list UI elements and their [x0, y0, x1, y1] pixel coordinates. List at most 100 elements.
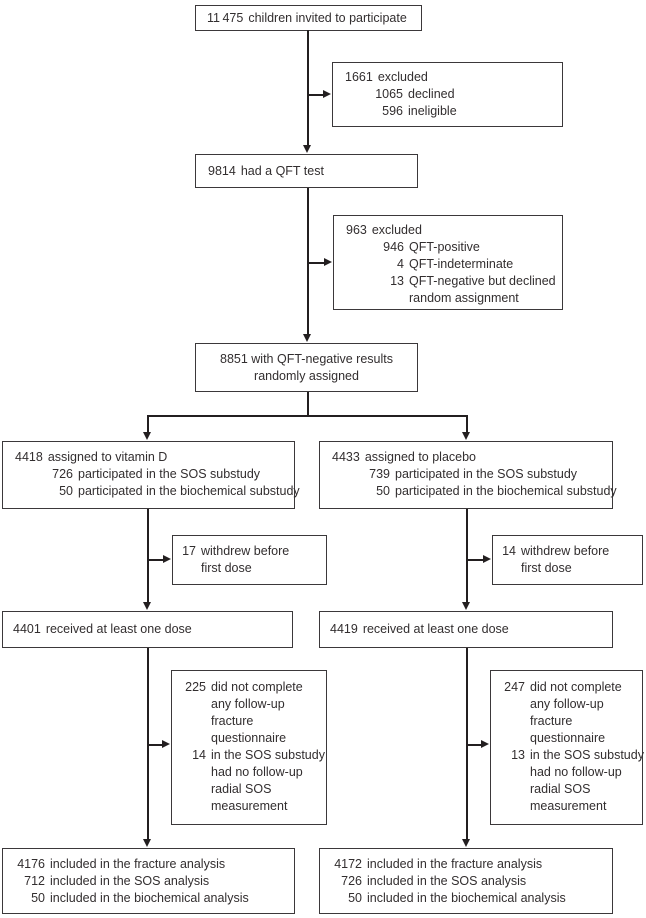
stat-number: 13: [390, 274, 404, 288]
stat-number: 50: [59, 484, 73, 498]
stat-number: 9814: [208, 163, 236, 178]
stat-line: 13 in the SOS substudy: [503, 747, 644, 764]
stat-text: QFT-positive: [409, 240, 480, 254]
stat-text: received at least one dose: [362, 622, 509, 636]
stat-number: [184, 696, 206, 713]
stat-text: fracture: [530, 714, 573, 728]
stat-number: 596: [382, 104, 403, 118]
stat-line: 50 participated in the biochemical subst…: [332, 483, 617, 500]
stat-number: 4419: [330, 622, 358, 636]
arrowhead-into-withdrew-right: [483, 555, 491, 563]
stat-text: did not complete: [530, 680, 622, 694]
stat-text: participated in the biochemical substudy: [78, 484, 300, 498]
stat-line: 4401 received at least one dose: [13, 621, 192, 638]
stat-text: had a QFT test: [240, 163, 324, 178]
arrowhead-into-withdrew-left: [163, 555, 171, 563]
flow-box-dose-right: 4419 received at least one dose: [319, 611, 613, 648]
stat-line: 4419 received at least one dose: [330, 621, 509, 638]
stat-number: [346, 290, 404, 307]
stat-number: 225: [185, 680, 206, 694]
stat-line: first dose: [501, 560, 636, 577]
connector-to-withdrew-left: [147, 559, 164, 561]
stat-line: first dose: [181, 560, 320, 577]
stat-text: withdrew before: [201, 544, 290, 558]
stat-text: included in the SOS analysis: [367, 874, 527, 888]
stat-line: 4172 included in the fracture analysis: [332, 856, 606, 873]
flow-box-withdrew-right: 14 withdrew before first dose: [492, 535, 643, 585]
arrowhead-into-vitamin-d: [143, 432, 151, 440]
stat-line: 9814 had a QFT test: [208, 163, 324, 180]
stat-number: [184, 730, 206, 747]
connector-vitamin-d-dose: [147, 509, 149, 604]
stat-text: random assignment: [409, 291, 519, 305]
stat-line: 14 in the SOS substudy: [184, 747, 325, 764]
stat-text: radial SOS: [211, 782, 272, 796]
stat-number: 4418: [15, 450, 43, 464]
stat-line: 946 QFT-positive: [346, 239, 556, 256]
stat-line: fracture: [503, 713, 636, 730]
stat-text: in the SOS substudy: [211, 748, 325, 762]
stat-number: [184, 798, 206, 815]
flow-box-invited: 11 475 children invited to participate: [195, 5, 422, 31]
flow-box-placebo-arm: 4433 assigned to placebo 739 participate…: [319, 441, 617, 509]
stat-text: assigned to placebo: [364, 450, 477, 464]
stat-number: 14: [502, 544, 516, 558]
stat-text: participated in the SOS substudy: [395, 467, 578, 481]
stat-line: 712 included in the SOS analysis: [15, 873, 288, 890]
stat-text: participated in the SOS substudy: [78, 467, 261, 481]
stat-line: 50 included in the biochemical analysis: [15, 890, 288, 907]
stat-number: 13: [511, 748, 525, 762]
stat-text: QFT-indeterminate: [409, 257, 514, 271]
stat-number: 17: [182, 544, 196, 558]
stat-line: had no follow-up: [503, 764, 636, 781]
connector-to-withdrew-right: [466, 559, 484, 561]
stat-line: randomly assigned: [200, 368, 413, 385]
stat-number: 726: [341, 874, 362, 888]
stat-number: 4176: [17, 857, 45, 871]
stat-line: any follow-up: [503, 696, 636, 713]
connector-to-excluded-1: [307, 94, 324, 96]
stat-number: 4433: [332, 450, 360, 464]
stat-text: included in the fracture analysis: [50, 857, 226, 871]
stat-line: 4176 included in the fracture analysis: [15, 856, 288, 873]
stat-number: 963: [346, 223, 367, 237]
arrowhead-into-excluded-1: [323, 90, 331, 98]
stat-line: 726 participated in the SOS substudy: [15, 466, 288, 483]
stat-line: 1661 excluded: [345, 69, 556, 86]
stat-text: excluded: [377, 70, 428, 84]
stat-number: [503, 696, 525, 713]
stat-text: assigned to vitamin D: [47, 450, 168, 464]
stat-line: 8851 with QFT-negative results: [200, 351, 413, 368]
stat-text: QFT-negative but declined: [409, 274, 556, 288]
stat-number: [181, 560, 196, 577]
stat-text: measurement: [211, 799, 288, 813]
stat-number: 50: [31, 891, 45, 905]
stat-text: included in the biochemical analysis: [50, 891, 249, 905]
flow-box-excluded-2: 963 excluded 946 QFT-positive 4 QFT-inde…: [333, 215, 563, 310]
connector-placebo-dose: [466, 509, 468, 604]
stat-number: [503, 781, 525, 798]
flow-box-excluded-1: 1661 excluded 1065 declined 596 ineligib…: [332, 62, 563, 127]
stat-line: 963 excluded: [346, 222, 556, 239]
stat-number: [184, 713, 206, 730]
stat-line: 225 did not complete: [184, 679, 320, 696]
stat-line: radial SOS: [503, 781, 636, 798]
stat-line: 596 ineligible: [345, 103, 556, 120]
connector-branch-right: [466, 415, 468, 434]
stat-line: 11 475 children invited to participate: [207, 10, 407, 27]
stat-text: measurement: [530, 799, 607, 813]
stat-text: declined: [408, 87, 455, 101]
stat-line: had no follow-up: [184, 764, 320, 781]
stat-number: 11 475: [207, 10, 244, 25]
stat-number: 712: [24, 874, 45, 888]
stat-line: random assignment: [346, 290, 556, 307]
flow-box-dose-left: 4401 received at least one dose: [2, 611, 293, 648]
connector-randomised-branch: [307, 392, 309, 416]
stat-text: radial SOS: [530, 782, 591, 796]
flow-box-qft-test: 9814 had a QFT test: [195, 154, 418, 188]
flow-box-randomised: 8851 with QFT-negative results randomly …: [195, 343, 418, 392]
stat-line: 17 withdrew before: [181, 543, 320, 560]
stat-text: had no follow-up: [530, 765, 622, 779]
stat-number: 247: [504, 680, 525, 694]
